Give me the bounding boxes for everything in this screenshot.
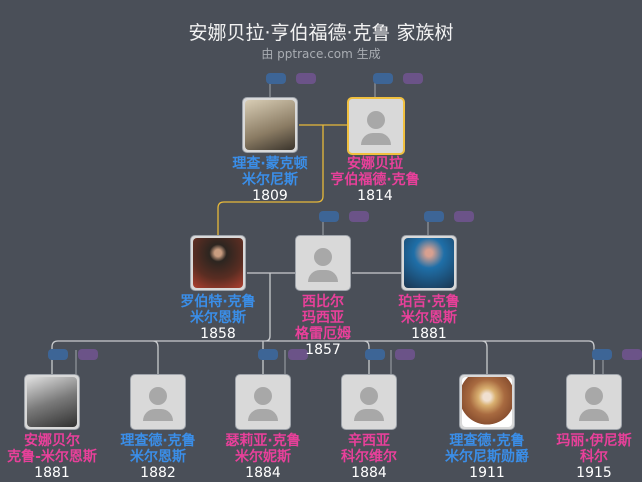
mother-tag[interactable] bbox=[395, 349, 415, 360]
page-subtitle: 由 pptrace.com 生成 bbox=[261, 47, 381, 61]
person-name: 科尔维尔 bbox=[341, 449, 397, 465]
person-label[interactable]: 瑟莉亚·克鲁 米尔妮斯 1884 bbox=[198, 433, 328, 481]
person-name: 理查德·克鲁 bbox=[449, 433, 525, 449]
father-tag[interactable] bbox=[258, 349, 278, 360]
person-name: 辛西亚 bbox=[348, 433, 390, 449]
avatar-placeholder-icon bbox=[149, 387, 167, 405]
birth-year: 1884 bbox=[351, 465, 387, 481]
person-name: 安娜贝拉 bbox=[347, 156, 403, 172]
avatar-placeholder-body bbox=[308, 270, 338, 282]
person-card[interactable] bbox=[401, 235, 457, 291]
person-card[interactable] bbox=[130, 374, 186, 430]
birth-year: 1881 bbox=[34, 465, 70, 481]
person-name: 克鲁-米尔恩斯 bbox=[7, 449, 97, 465]
birth-year: 1911 bbox=[469, 465, 505, 481]
father-tag[interactable] bbox=[373, 73, 393, 84]
mother-tag[interactable] bbox=[288, 349, 308, 360]
person-name: 理查德·克鲁 bbox=[120, 433, 196, 449]
person-label[interactable]: 玛丽·伊尼斯 科尔 1915 bbox=[529, 433, 642, 481]
person-card[interactable] bbox=[24, 374, 80, 430]
person-name: 米尔尼斯 bbox=[242, 172, 298, 188]
person-name: 米尔尼斯勋爵 bbox=[445, 449, 529, 465]
person-name: 米尔恩斯 bbox=[130, 449, 186, 465]
person-card[interactable] bbox=[347, 97, 405, 155]
birth-year: 1857 bbox=[305, 342, 341, 358]
father-tag[interactable] bbox=[365, 349, 385, 360]
birth-year: 1809 bbox=[252, 188, 288, 204]
avatar-placeholder-body bbox=[354, 409, 384, 421]
portrait-photo bbox=[27, 377, 77, 427]
mother-tag[interactable] bbox=[403, 73, 423, 84]
person-label[interactable]: 安娜贝尔 克鲁-米尔恩斯 1881 bbox=[0, 433, 117, 481]
person-label[interactable]: 珀吉·克鲁 米尔恩斯 1881 bbox=[364, 294, 494, 342]
avatar-placeholder-body bbox=[248, 409, 278, 421]
person-name: 米尔妮斯 bbox=[235, 449, 291, 465]
person-name: 西比尔 bbox=[302, 294, 344, 310]
mother-tag[interactable] bbox=[454, 211, 474, 222]
portrait-photo bbox=[193, 238, 243, 288]
mother-tag[interactable] bbox=[78, 349, 98, 360]
mother-tag[interactable] bbox=[349, 211, 369, 222]
person-label[interactable]: 理查德·克鲁 米尔恩斯 1882 bbox=[93, 433, 223, 481]
portrait-photo bbox=[245, 100, 295, 150]
birth-year: 1814 bbox=[357, 188, 393, 204]
birth-year: 1858 bbox=[200, 326, 236, 342]
person-card[interactable] bbox=[341, 374, 397, 430]
avatar-placeholder-body bbox=[361, 133, 391, 145]
person-name: 米尔恩斯 bbox=[401, 310, 457, 326]
birth-year: 1881 bbox=[411, 326, 447, 342]
avatar-placeholder-icon bbox=[314, 248, 332, 266]
birth-year: 1884 bbox=[245, 465, 281, 481]
person-card[interactable] bbox=[242, 97, 298, 153]
person-name: 珀吉·克鲁 bbox=[398, 294, 460, 310]
person-card[interactable] bbox=[190, 235, 246, 291]
page-title: 安娜贝拉·亨伯福德·克鲁 家族树 bbox=[188, 22, 454, 44]
person-name: 瑟莉亚·克鲁 bbox=[225, 433, 301, 449]
person-name: 罗伯特·克鲁 bbox=[180, 294, 256, 310]
avatar-placeholder-icon bbox=[360, 387, 378, 405]
father-tag[interactable] bbox=[48, 349, 68, 360]
avatar-placeholder-body bbox=[143, 409, 173, 421]
avatar-placeholder-icon bbox=[254, 387, 272, 405]
person-name: 理查·蒙克顿 bbox=[232, 156, 308, 172]
mother-tag[interactable] bbox=[296, 73, 316, 84]
person-label[interactable]: 辛西亚 科尔维尔 1884 bbox=[304, 433, 434, 481]
portrait-photo bbox=[404, 238, 454, 288]
father-tag[interactable] bbox=[424, 211, 444, 222]
person-card[interactable] bbox=[459, 374, 515, 430]
person-name: 科尔 bbox=[580, 449, 608, 465]
avatar-placeholder-icon bbox=[585, 387, 603, 405]
person-label[interactable]: 安娜贝拉 亨伯福德·克鲁 1814 bbox=[310, 156, 440, 204]
father-tag[interactable] bbox=[266, 73, 286, 84]
avatar-placeholder-body bbox=[579, 409, 609, 421]
person-label[interactable]: 罗伯特·克鲁 米尔恩斯 1858 bbox=[153, 294, 283, 342]
birth-year: 1915 bbox=[576, 465, 612, 481]
person-card[interactable] bbox=[566, 374, 622, 430]
person-label[interactable]: 理查·蒙克顿 米尔尼斯 1809 bbox=[205, 156, 335, 204]
person-label[interactable]: 理查德·克鲁 米尔尼斯勋爵 1911 bbox=[422, 433, 552, 481]
avatar-placeholder-icon bbox=[367, 111, 385, 129]
person-name: 玛丽·伊尼斯 bbox=[556, 433, 632, 449]
mother-tag[interactable] bbox=[622, 349, 642, 360]
person-card[interactable] bbox=[235, 374, 291, 430]
person-name: 亨伯福德·克鲁 bbox=[330, 172, 420, 188]
person-name: 米尔恩斯 bbox=[190, 310, 246, 326]
birth-year: 1882 bbox=[140, 465, 176, 481]
person-label[interactable]: 西比尔 玛西亚 格雷厄姆 1857 bbox=[258, 294, 388, 358]
portrait-photo bbox=[462, 377, 512, 427]
person-card[interactable] bbox=[295, 235, 351, 291]
person-name: 玛西亚 bbox=[302, 310, 344, 326]
person-name: 格雷厄姆 bbox=[295, 326, 351, 342]
father-tag[interactable] bbox=[319, 211, 339, 222]
person-name: 安娜贝尔 bbox=[24, 433, 80, 449]
father-tag[interactable] bbox=[592, 349, 612, 360]
